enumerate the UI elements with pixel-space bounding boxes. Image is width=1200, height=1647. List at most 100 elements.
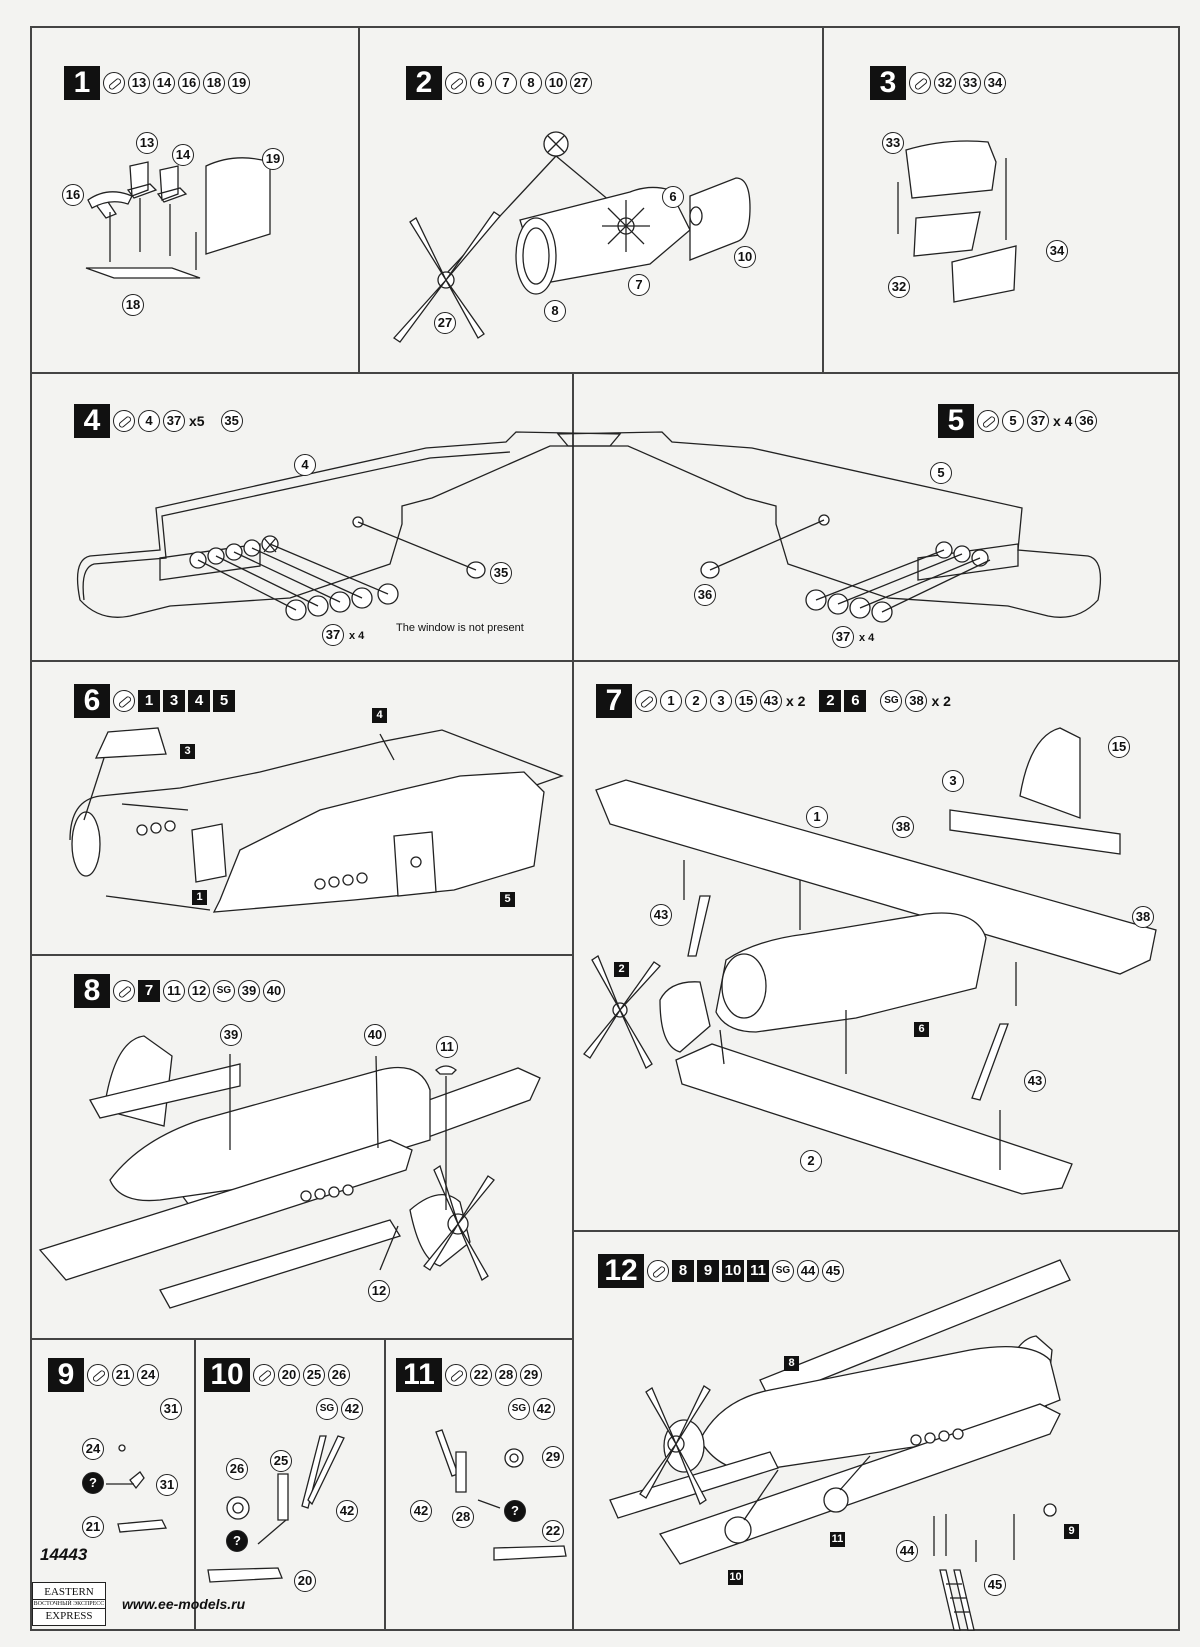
step-12-drawing <box>609 1259 1071 1631</box>
callout: 4 <box>294 454 316 476</box>
callout: 12 <box>368 1280 390 1302</box>
assembly-ref: 4 <box>188 690 210 712</box>
callout: 45 <box>984 1574 1006 1596</box>
step-number: 7 <box>596 684 632 718</box>
step-9-drawing <box>106 1444 168 1533</box>
part-callout: 20 <box>278 1364 300 1386</box>
glue-icon <box>977 410 999 432</box>
part-callout: 32 <box>934 72 956 94</box>
part-callout: 42 <box>533 1398 555 1420</box>
assembly-ref: 1 <box>138 690 160 712</box>
part-callout: 36 <box>1075 410 1098 432</box>
part-callout: 34 <box>984 72 1006 94</box>
step-number: 3 <box>870 66 906 100</box>
part-callout: 27 <box>570 72 592 94</box>
callout: 11 <box>436 1036 458 1058</box>
callout: 3 <box>942 770 964 792</box>
callout: 33 <box>882 132 904 154</box>
part-callout: 28 <box>495 1364 517 1386</box>
window-note: The window is not present <box>396 622 524 634</box>
callout: 29 <box>542 1446 564 1468</box>
multiplier: x 4 <box>349 630 365 642</box>
callout: 1 <box>806 806 828 828</box>
step-3-drawing <box>897 140 1017 303</box>
glue-icon <box>253 1364 275 1386</box>
part-callout: 2 <box>685 690 707 712</box>
assembly-label: 9 <box>1064 1524 1079 1539</box>
multiplier: x 4 <box>859 632 875 644</box>
part-callout: 44 <box>797 1260 819 1282</box>
callout: 24 <box>82 1438 104 1460</box>
glue-icon <box>635 690 657 712</box>
unknown-part-mark: ? <box>82 1472 104 1494</box>
part-callout: 25 <box>303 1364 325 1386</box>
callout: 6 <box>662 186 684 208</box>
assembly-ref: 11 <box>747 1260 769 1282</box>
step-10-subheader: SG 42 <box>316 1398 363 1420</box>
step-number: 2 <box>406 66 442 100</box>
assembly-ref: 8 <box>672 1260 694 1282</box>
part-callout: 8 <box>520 72 542 94</box>
assembly-ref: 5 <box>213 690 235 712</box>
assembly-ref: 7 <box>138 980 160 1002</box>
assembly-ref: 3 <box>163 690 185 712</box>
step-number: 11 <box>396 1358 442 1392</box>
step-10-drawing <box>207 1435 345 1583</box>
part-callout: 10 <box>545 72 567 94</box>
multiplier: x 2 <box>786 693 806 709</box>
callout: 38 <box>892 816 914 838</box>
part-callout: 14 <box>153 72 175 94</box>
step-number: 12 <box>598 1254 644 1288</box>
website-url[interactable]: www.ee-models.ru <box>122 1596 246 1612</box>
callout: 13 <box>136 132 158 154</box>
callout: 16 <box>62 184 84 206</box>
step-11-drawing <box>435 1429 567 1561</box>
callout: 20 <box>294 1570 316 1592</box>
step-8-drawing <box>38 1035 541 1309</box>
callout: 10 <box>734 246 756 268</box>
assembly-label: 6 <box>914 1022 929 1037</box>
callout: 7 <box>628 274 650 296</box>
callout: 22 <box>542 1520 564 1542</box>
callout: 38 <box>1132 906 1154 928</box>
callout: 18 <box>122 294 144 316</box>
step-2-drawing <box>393 131 751 343</box>
step-number: 10 <box>204 1358 250 1392</box>
step-6-drawing <box>69 727 564 913</box>
part-callout: 12 <box>188 980 210 1002</box>
part-callout: 4 <box>138 410 160 432</box>
step-number: 9 <box>48 1358 84 1392</box>
callout: 19 <box>262 148 284 170</box>
part-callout: 37 <box>1027 410 1049 432</box>
part-callout: 15 <box>735 690 757 712</box>
superglue-icon: SG <box>213 980 235 1002</box>
assembly-label: 2 <box>614 962 629 977</box>
callout: 31 <box>156 1474 178 1496</box>
part-callout: 18 <box>203 72 225 94</box>
callout: 34 <box>1046 240 1068 262</box>
part-callout: 33 <box>959 72 981 94</box>
callout: 42 <box>336 1500 358 1522</box>
part-callout: 1 <box>660 690 682 712</box>
callout: 44 <box>896 1540 918 1562</box>
panel-12 <box>572 1230 1180 1631</box>
logo-bottom: EXPRESS <box>45 1610 93 1622</box>
step-number: 4 <box>74 404 110 438</box>
part-callout: 43 <box>760 690 782 712</box>
step-number: 8 <box>74 974 110 1008</box>
assembly-label: 4 <box>372 708 387 723</box>
part-callout: 35 <box>220 410 243 432</box>
multiplier: x5 <box>189 413 205 429</box>
callout: 43 <box>1024 1070 1046 1092</box>
assembly-label: 1 <box>192 890 207 905</box>
assembly-ref: 2 <box>819 690 842 712</box>
part-callout: 38 <box>905 690 928 712</box>
step-1-header: 1 13 14 16 18 19 <box>64 66 250 100</box>
step-9-header: 9 21 24 <box>48 1358 159 1392</box>
kit-number: 14443 <box>40 1545 88 1564</box>
multiplier: x 4 <box>1053 413 1073 429</box>
part-callout: 29 <box>520 1364 542 1386</box>
callout: 42 <box>410 1500 432 1522</box>
part-callout: 16 <box>178 72 200 94</box>
